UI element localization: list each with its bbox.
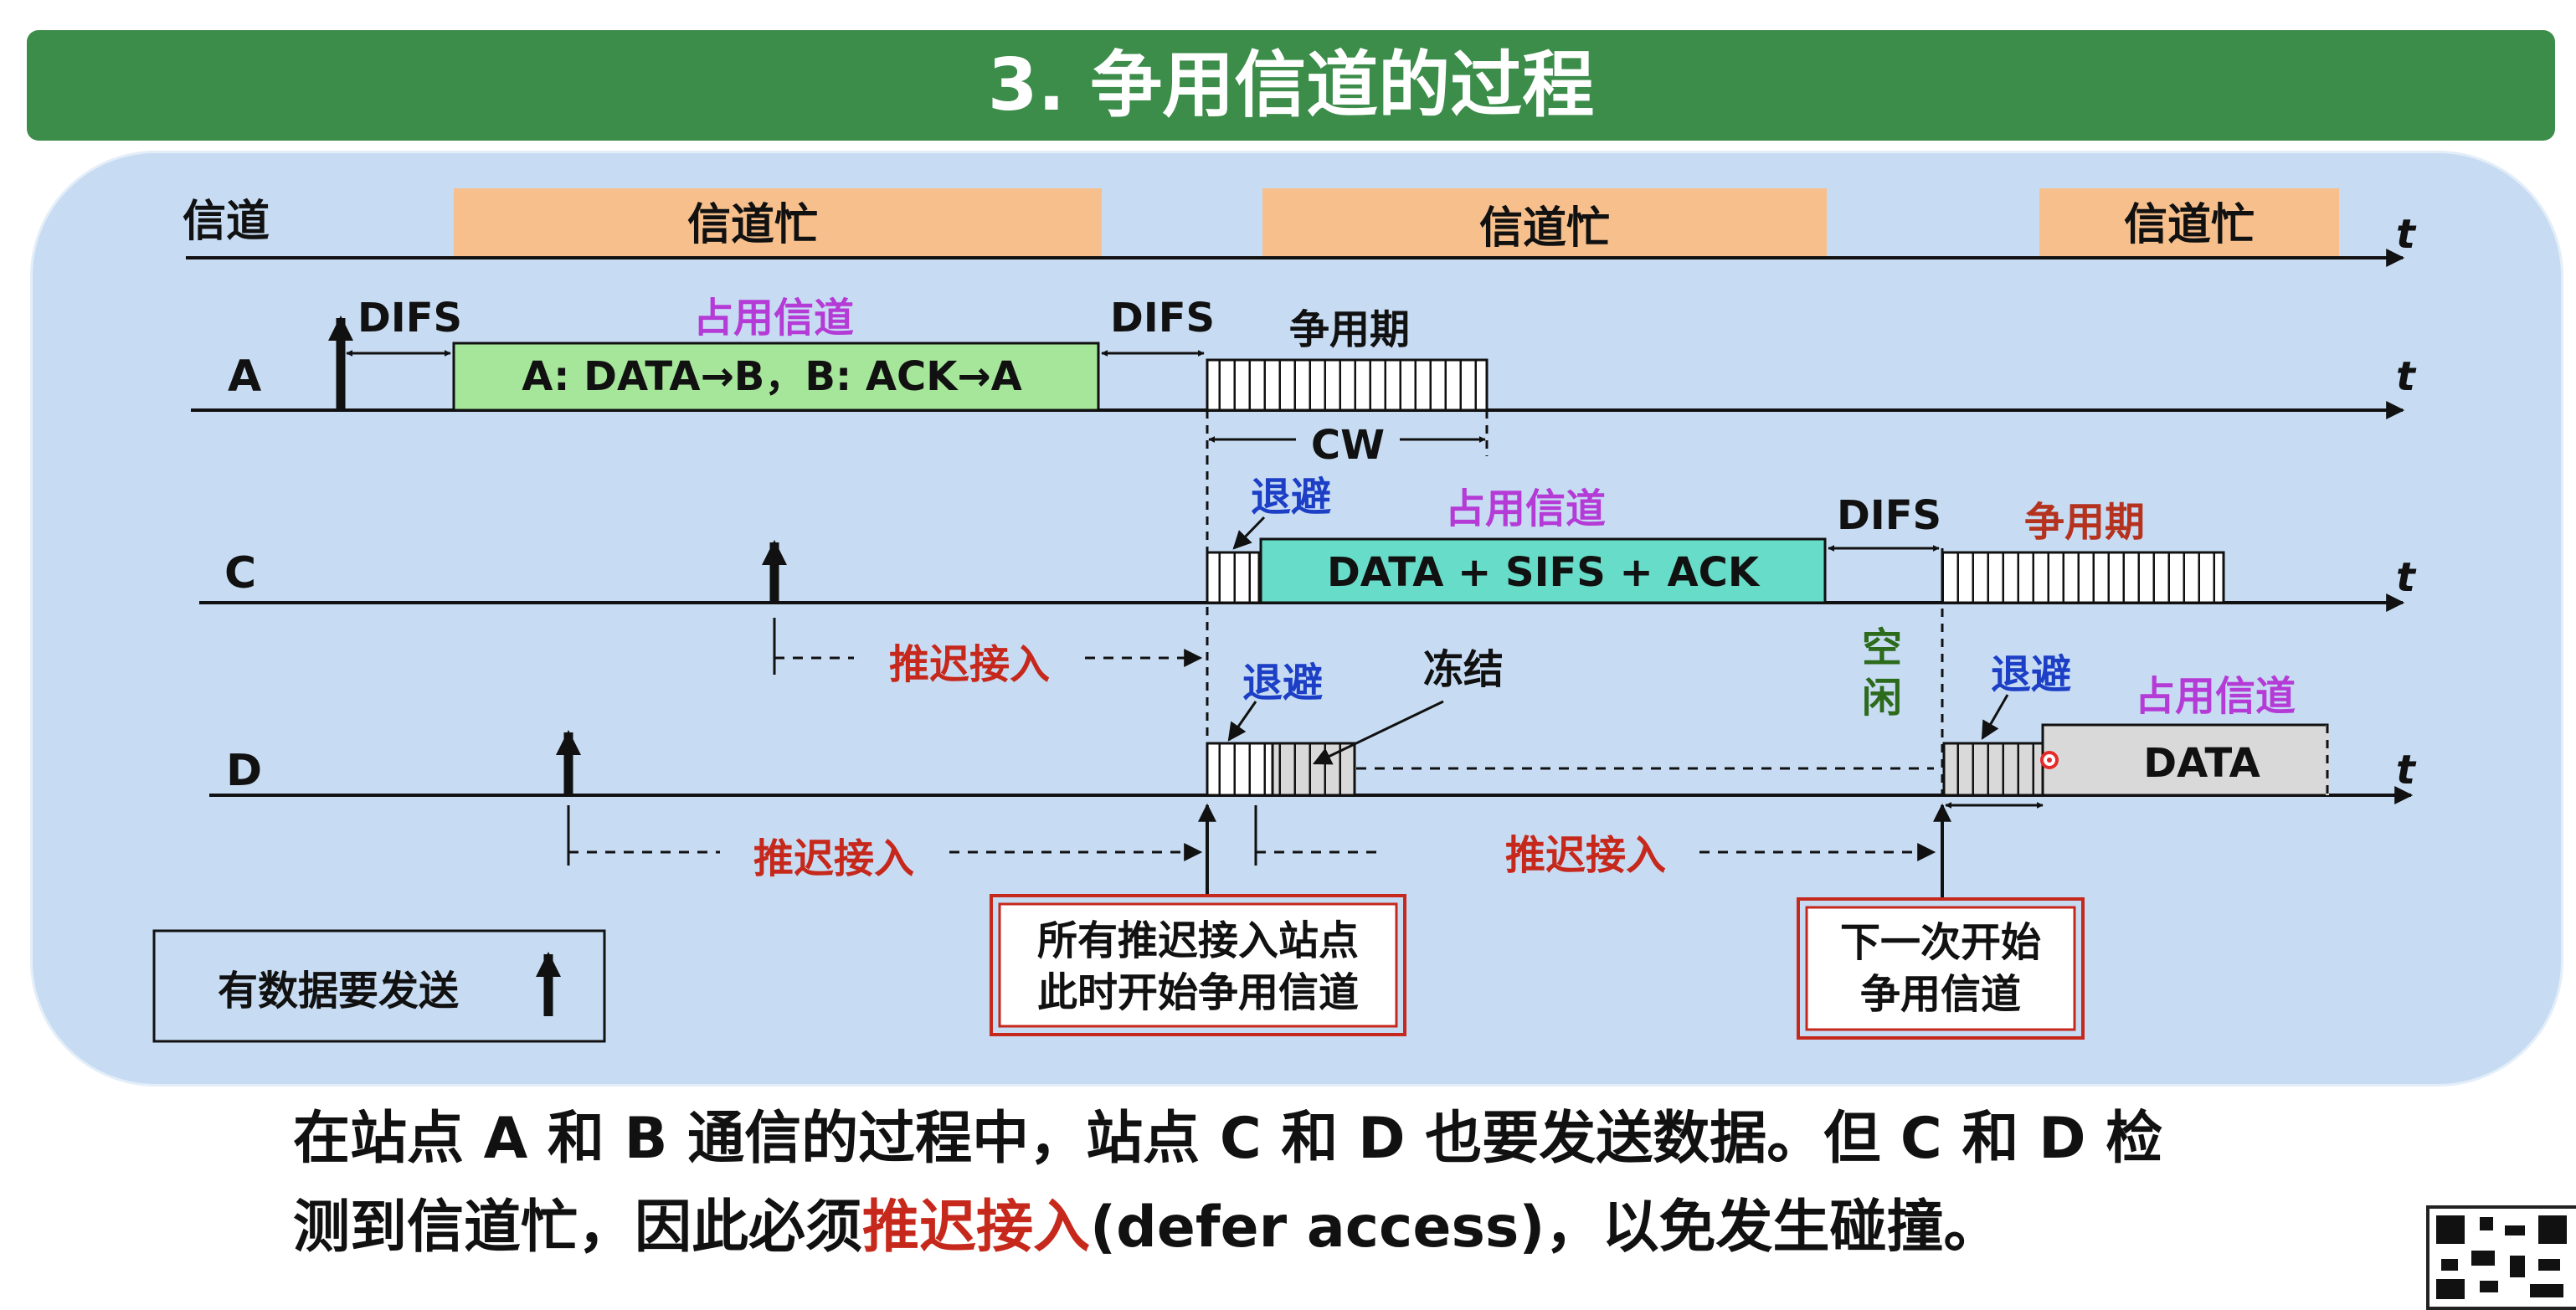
callout-next-line1: 下一次开始 bbox=[1840, 919, 2041, 966]
channel-busy-label-1: 信道忙 bbox=[687, 200, 818, 250]
channel-busy-label-3: 信道忙 bbox=[2124, 200, 2255, 250]
c-contention-label: 争用期 bbox=[2024, 499, 2145, 546]
a-contention-label: 争用期 bbox=[1289, 306, 1410, 353]
channel-t-label: t bbox=[2396, 211, 2417, 258]
caption: 在站点 A 和 B 通信的过程中，站点 C 和 D 也要发送数据。但 C 和 D… bbox=[293, 1095, 2386, 1272]
legend-label: 有数据要发送 bbox=[218, 968, 459, 1015]
c-backoff-slots bbox=[1206, 551, 1261, 604]
caption-line2-highlight: 推迟接入 bbox=[862, 1194, 1091, 1261]
legend-box bbox=[152, 929, 606, 1043]
callout-all-line1: 所有推迟接入站点 bbox=[1037, 917, 1359, 964]
channel-busy-block-3 bbox=[2039, 188, 2339, 257]
callout-all-outer bbox=[990, 894, 1406, 1036]
a-difs-label-1: DIFS bbox=[357, 295, 462, 342]
row-label-a: A bbox=[228, 352, 261, 402]
caption-line2-a: 测到信道忙，因此必须 bbox=[293, 1194, 863, 1261]
channel-busy-block-2 bbox=[1262, 188, 1827, 257]
c-defer-label: 推迟接入 bbox=[889, 641, 1050, 688]
c-backoff-pointer bbox=[1232, 516, 1266, 550]
d-freeze-pointer bbox=[1313, 700, 1444, 765]
caption-line2: 测到信道忙，因此必须推迟接入(defer access)，以免发生碰撞。 bbox=[293, 1184, 2386, 1272]
d-backoff-pointer bbox=[1227, 701, 1257, 742]
caption-line1: 在站点 A 和 B 通信的过程中，站点 C 和 D 也要发送数据。但 C 和 D… bbox=[293, 1106, 2163, 1172]
row-label-d: D bbox=[226, 746, 262, 796]
callout-next-outer bbox=[1797, 897, 2085, 1040]
callout-all-box bbox=[998, 902, 1398, 1028]
c-backoff-label: 退避 bbox=[1251, 474, 1331, 521]
c-frame-label: DATA + SIFS + ACK bbox=[1327, 549, 1761, 596]
idle-label-1: 空 bbox=[1862, 624, 1902, 671]
c-t-label: t bbox=[2396, 554, 2417, 601]
a-contention-window bbox=[1206, 358, 1489, 412]
c-frame bbox=[1259, 537, 1827, 604]
a-cw-label: CW bbox=[1311, 422, 1385, 469]
row-label-channel: 信道 bbox=[183, 197, 270, 247]
caption-line2-b: (defer access)，以免发生碰撞。 bbox=[1090, 1194, 2001, 1261]
title-bar: 3. 争用信道的过程 bbox=[27, 30, 2555, 141]
a-frame-label: A: DATA→B，B: ACK→A bbox=[522, 353, 1022, 400]
d-freeze-label: 冻结 bbox=[1423, 646, 1504, 693]
idle-label-2: 闲 bbox=[1862, 675, 1902, 722]
callout-next-line2: 争用信道 bbox=[1860, 971, 2021, 1018]
page-title: 3. 争用信道的过程 bbox=[987, 44, 1595, 127]
d-defer-label-2: 推迟接入 bbox=[1505, 832, 1666, 879]
row-label-c: C bbox=[224, 548, 256, 598]
c-contention-window bbox=[1941, 551, 2225, 604]
d-remaining-slots bbox=[1942, 742, 2044, 797]
a-difs-label-2: DIFS bbox=[1110, 295, 1215, 342]
a-t-label: t bbox=[2396, 353, 2417, 400]
d-occupy-label: 占用信道 bbox=[2135, 673, 2296, 720]
d-defer-label: 推迟接入 bbox=[753, 835, 914, 882]
c-occupy-label: 占用信道 bbox=[1445, 485, 1606, 532]
d-backoff-label: 退避 bbox=[1242, 660, 1323, 706]
channel-busy-block-1 bbox=[454, 188, 1102, 257]
d-t-label: t bbox=[2396, 747, 2417, 794]
a-frame bbox=[452, 342, 1100, 412]
c-difs-label: DIFS bbox=[1837, 492, 1941, 539]
channel-busy-label-2: 信道忙 bbox=[1479, 203, 1610, 254]
d-backoff-label-2: 退避 bbox=[1991, 651, 2071, 698]
callout-all-line2: 此时开始争用信道 bbox=[1037, 969, 1359, 1016]
callout-next-box bbox=[1805, 906, 2076, 1031]
qr-code-icon bbox=[2426, 1205, 2576, 1310]
cursor-dot-center bbox=[2047, 758, 2052, 763]
d-backoff-slots bbox=[1206, 742, 1274, 797]
a-occupy-label: 占用信道 bbox=[693, 295, 854, 342]
d-frame-label: DATA bbox=[2143, 740, 2260, 787]
d-backoff-pointer-2 bbox=[1981, 694, 2009, 740]
d-frame bbox=[2041, 723, 2329, 797]
